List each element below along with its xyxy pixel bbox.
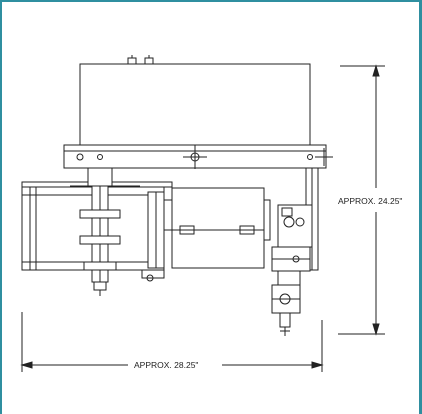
spindle — [70, 167, 140, 296]
vertical-dimension — [338, 64, 385, 336]
actuator-assembly — [271, 204, 313, 336]
width-dimension-label: APPROX. 28.25" — [134, 360, 198, 370]
upper-enclosure — [79, 55, 311, 149]
horizontal-dimension — [20, 312, 324, 372]
main-beam — [63, 144, 333, 169]
height-dimension-label: APPROX. 24.25" — [338, 196, 402, 206]
center-cassette — [163, 187, 271, 269]
